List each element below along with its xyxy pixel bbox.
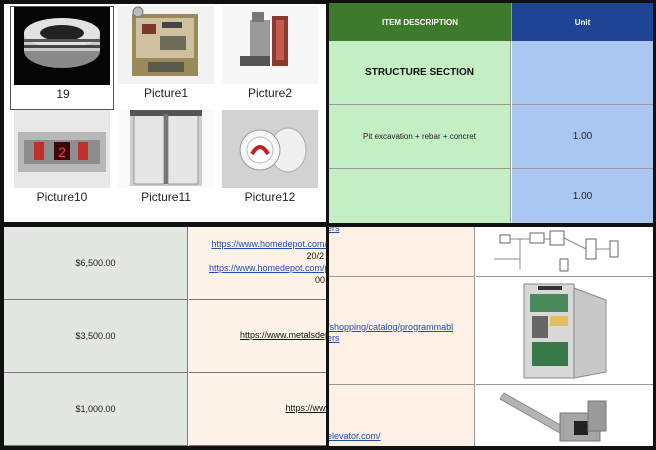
price-cell[interactable]: $3,500.00 <box>4 300 188 373</box>
gallery-caption: 19 <box>56 87 70 101</box>
door-lock-mechanism-icon <box>222 6 318 84</box>
table-row: $1,000.00 https://www <box>4 373 326 446</box>
table-cell-description[interactable] <box>329 169 511 223</box>
item-description: Pit excavation + rebar + concret <box>363 132 476 141</box>
link-cell[interactable]: ers <box>329 227 475 277</box>
table-cell-unit[interactable]: 1.00 <box>512 105 653 169</box>
gallery-item[interactable]: Picture11 <box>114 110 218 214</box>
svg-text:2: 2 <box>58 144 66 160</box>
link-text[interactable]: ers <box>329 333 340 343</box>
gallery-caption: Picture2 <box>247 86 293 100</box>
section-title: STRUCTURE SECTION <box>365 67 474 78</box>
elevator-doors-icon <box>118 110 214 188</box>
control-board-icon <box>118 6 214 84</box>
product-links-table: ers /shopping/catalog/programmabl ers <box>329 227 653 446</box>
table-row: $6,500.00 https://www.homedepot.com/p 20… <box>4 227 326 300</box>
gallery-caption: Picture1 <box>143 86 189 100</box>
link-cell[interactable]: https://www.metalsdepot. ers <box>189 300 326 373</box>
link-text[interactable]: /shopping/catalog/programmabl <box>329 322 454 332</box>
wiring-diagram-icon <box>490 229 640 275</box>
column-header-unit: Unit <box>512 3 653 41</box>
gallery-item[interactable]: 19 <box>10 6 114 110</box>
link-cell[interactable]: elevator.com/ <box>329 385 475 446</box>
image-cell <box>476 385 653 446</box>
image-cell <box>476 277 653 385</box>
gallery-caption: Picture11 <box>141 190 191 204</box>
table-cell-unit[interactable]: 1.00 <box>512 169 653 223</box>
item-description-table: ITEM DESCRIPTION Unit STRUCTURE SECTION … <box>329 3 653 223</box>
link-cell[interactable]: https://www.homedepot.com/p 20/2 https:/… <box>189 227 326 300</box>
picture-gallery: 19 Picture1 Picture2 <box>4 4 326 222</box>
link-text[interactable]: elevator.com/ <box>329 431 381 441</box>
link-text-fragment: 20/2 <box>306 251 324 261</box>
gallery-item[interactable]: 2 Picture10 <box>10 110 114 214</box>
table-cell-unit[interactable] <box>512 41 653 105</box>
link-text[interactable]: https://www.homedepot.com/p/ <box>208 263 326 273</box>
link-cell[interactable]: /shopping/catalog/programmabl ers <box>329 277 475 385</box>
gallery-item[interactable]: Picture1 <box>114 6 218 110</box>
table-cell-description[interactable]: STRUCTURE SECTION <box>329 41 511 105</box>
pulley-ring-icon <box>14 7 110 85</box>
gallery-caption: Picture12 <box>244 190 296 204</box>
emergency-button-icon <box>222 110 318 188</box>
link-cell[interactable]: https://www <box>189 373 326 446</box>
link-text[interactable]: https://www.homedepot.com/p <box>211 239 326 249</box>
control-cabinet-icon <box>516 280 612 382</box>
table-row: $3,500.00 https://www.metalsdepot. ers <box>4 300 326 373</box>
door-sensor-icon <box>500 387 620 445</box>
gallery-item[interactable]: Picture12 <box>218 110 322 214</box>
link-text-fragment: 00 <box>314 275 325 285</box>
link-text[interactable]: https://www.metalsdepot. <box>239 330 326 340</box>
gallery-caption: Picture10 <box>36 190 88 204</box>
gallery-item[interactable]: Picture2 <box>218 6 322 110</box>
link-text[interactable]: https://www <box>285 403 326 413</box>
price-cell[interactable]: $1,000.00 <box>4 373 188 446</box>
floor-indicator-display-icon: 2 <box>14 110 110 188</box>
image-cell <box>476 227 653 277</box>
column-header-item-description: ITEM DESCRIPTION <box>329 3 512 41</box>
price-cell[interactable]: $6,500.00 <box>4 227 188 300</box>
link-text[interactable]: ers <box>329 227 340 233</box>
table-cell-description[interactable]: Pit excavation + rebar + concret <box>329 105 511 169</box>
cost-table: $6,500.00 https://www.homedepot.com/p 20… <box>4 227 326 446</box>
